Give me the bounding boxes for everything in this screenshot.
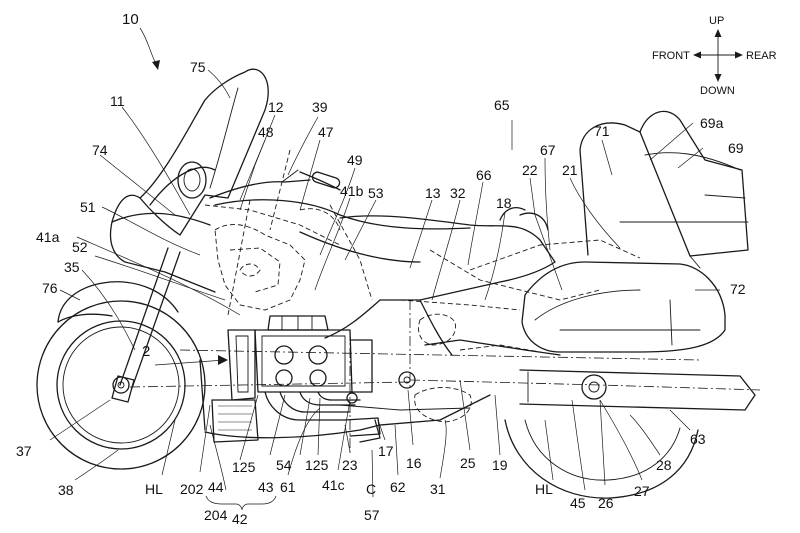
ref-HL-rear: HL <box>535 481 553 497</box>
ref-66: 66 <box>476 167 492 183</box>
ref-12: 12 <box>268 99 284 115</box>
ref-202: 202 <box>180 481 204 497</box>
ref-17: 17 <box>378 443 394 459</box>
ref-42: 42 <box>232 511 248 527</box>
ref-69: 69 <box>728 140 744 156</box>
ref-48: 48 <box>258 124 274 140</box>
orientation-rear-label: REAR <box>746 50 777 62</box>
ref-52: 52 <box>72 239 88 255</box>
orientation-indicator: UP DOWN FRONT REAR <box>652 15 777 97</box>
rear-wheel <box>504 374 699 499</box>
ref-41b: 41b <box>340 183 364 199</box>
ref-19: 19 <box>492 457 508 473</box>
ref-57: 57 <box>364 507 380 523</box>
ref-72: 72 <box>730 281 746 297</box>
section-marker-label: 2 <box>142 343 150 360</box>
ref-HL-front: HL <box>145 481 163 497</box>
figure-number-group: 10 <box>122 11 160 70</box>
ref-76: 76 <box>42 280 58 296</box>
orientation-up-label: UP <box>709 15 724 27</box>
ref-125-left: 125 <box>232 459 256 475</box>
ref-67: 67 <box>540 142 556 158</box>
ref-54: 54 <box>276 457 292 473</box>
reference-numerals: 75 39 12 11 48 47 74 49 41b 53 13 32 66 … <box>16 59 746 527</box>
ref-16: 16 <box>406 455 422 471</box>
ref-39: 39 <box>312 99 328 115</box>
ref-38: 38 <box>58 482 74 498</box>
ref-71: 71 <box>594 123 610 139</box>
ref-41c: 41c <box>322 477 345 493</box>
ref-61: 61 <box>280 479 296 495</box>
ref-22: 22 <box>522 162 538 178</box>
front-wheel <box>36 300 206 470</box>
leader-lines <box>49 69 720 511</box>
ref-75: 75 <box>190 59 206 75</box>
ref-44: 44 <box>208 479 224 495</box>
orientation-front-label: FRONT <box>652 50 690 62</box>
ref-43: 43 <box>258 479 274 495</box>
section-marker: 2 <box>142 343 150 360</box>
engine-block <box>211 315 416 443</box>
ref-45: 45 <box>570 495 586 511</box>
ref-41a: 41a <box>36 229 60 245</box>
ref-21: 21 <box>562 162 578 178</box>
ref-74: 74 <box>92 142 108 158</box>
ref-63: 63 <box>690 431 706 447</box>
ref-69a: 69a <box>700 115 724 131</box>
ref-37: 37 <box>16 443 32 459</box>
ref-C: C <box>366 481 376 497</box>
orientation-down-label: DOWN <box>700 85 735 97</box>
ref-31: 31 <box>430 481 446 497</box>
ref-35: 35 <box>64 259 80 275</box>
ref-47: 47 <box>318 124 334 140</box>
ref-13: 13 <box>425 185 441 201</box>
ref-53: 53 <box>368 185 384 201</box>
vehicle-outline <box>57 68 756 443</box>
ref-49: 49 <box>347 152 363 168</box>
ref-25: 25 <box>460 455 476 471</box>
ref-65: 65 <box>494 97 510 113</box>
ref-23: 23 <box>342 457 358 473</box>
ref-28: 28 <box>656 457 672 473</box>
ref-11: 11 <box>110 93 125 109</box>
ref-32: 32 <box>450 185 466 201</box>
engine-hidden-lines <box>204 149 641 423</box>
ref-27: 27 <box>634 483 650 499</box>
ref-51: 51 <box>80 199 96 215</box>
figure-number-label: 10 <box>122 11 139 28</box>
ref-26: 26 <box>598 495 614 511</box>
ref-204: 204 <box>204 507 228 523</box>
ref-62: 62 <box>390 479 406 495</box>
reference-axes <box>129 300 761 455</box>
ref-125-right: 125 <box>305 457 329 473</box>
ref-18: 18 <box>496 195 512 211</box>
